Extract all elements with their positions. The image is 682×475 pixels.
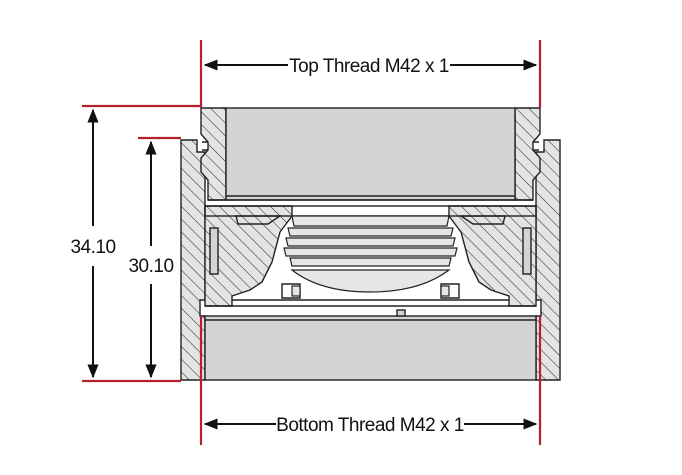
- lens-stack: [205, 215, 536, 307]
- bottom-bore: [204, 315, 537, 381]
- inner-height-label: 30.10: [128, 256, 173, 277]
- left-outer-wall: [180, 139, 206, 381]
- top-bore: [225, 107, 516, 201]
- outer-body: [180, 139, 561, 381]
- right-outer-wall: [535, 139, 561, 381]
- lens-top: [291, 215, 450, 227]
- top-ring: [200, 107, 541, 201]
- extension-lines: [82, 40, 542, 445]
- dimension-lines: [87, 59, 538, 430]
- overall-height-label: 34.10: [70, 237, 115, 258]
- lens-bottom-curved: [290, 269, 451, 293]
- top-thread-label: Top Thread M42 x 1: [289, 56, 449, 77]
- bottom-thread-label: Bottom Thread M42 x 1: [276, 415, 464, 436]
